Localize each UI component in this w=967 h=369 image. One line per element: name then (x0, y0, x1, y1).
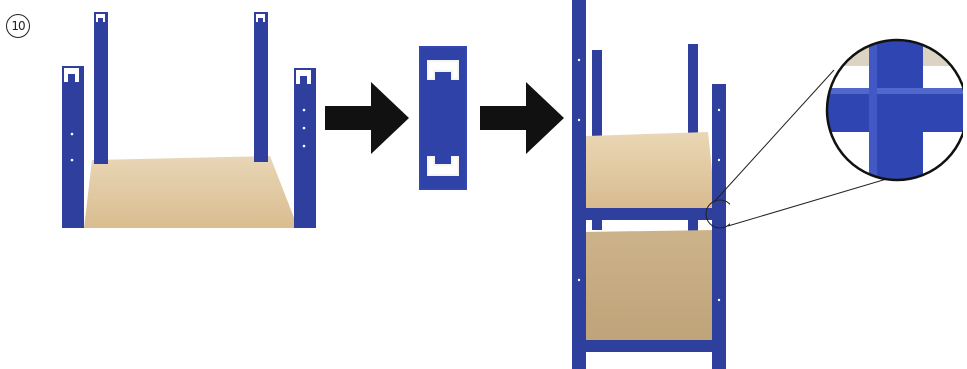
shelf-frame-before-illustration (62, 12, 316, 228)
front-right-upright (294, 68, 316, 228)
step-number-label: 10 (11, 19, 25, 33)
joint-zoom-detail (825, 38, 963, 182)
back-left-upright (94, 12, 108, 164)
right-arrow-icon (325, 82, 409, 154)
assembled-shelf-illustration (572, 0, 730, 369)
front-left-upright (62, 66, 84, 228)
step-number: 10 (6, 14, 30, 38)
back-right-upright (254, 12, 268, 162)
upright-slot-detail-illustration (419, 46, 467, 190)
right-arrow-icon (480, 82, 564, 154)
